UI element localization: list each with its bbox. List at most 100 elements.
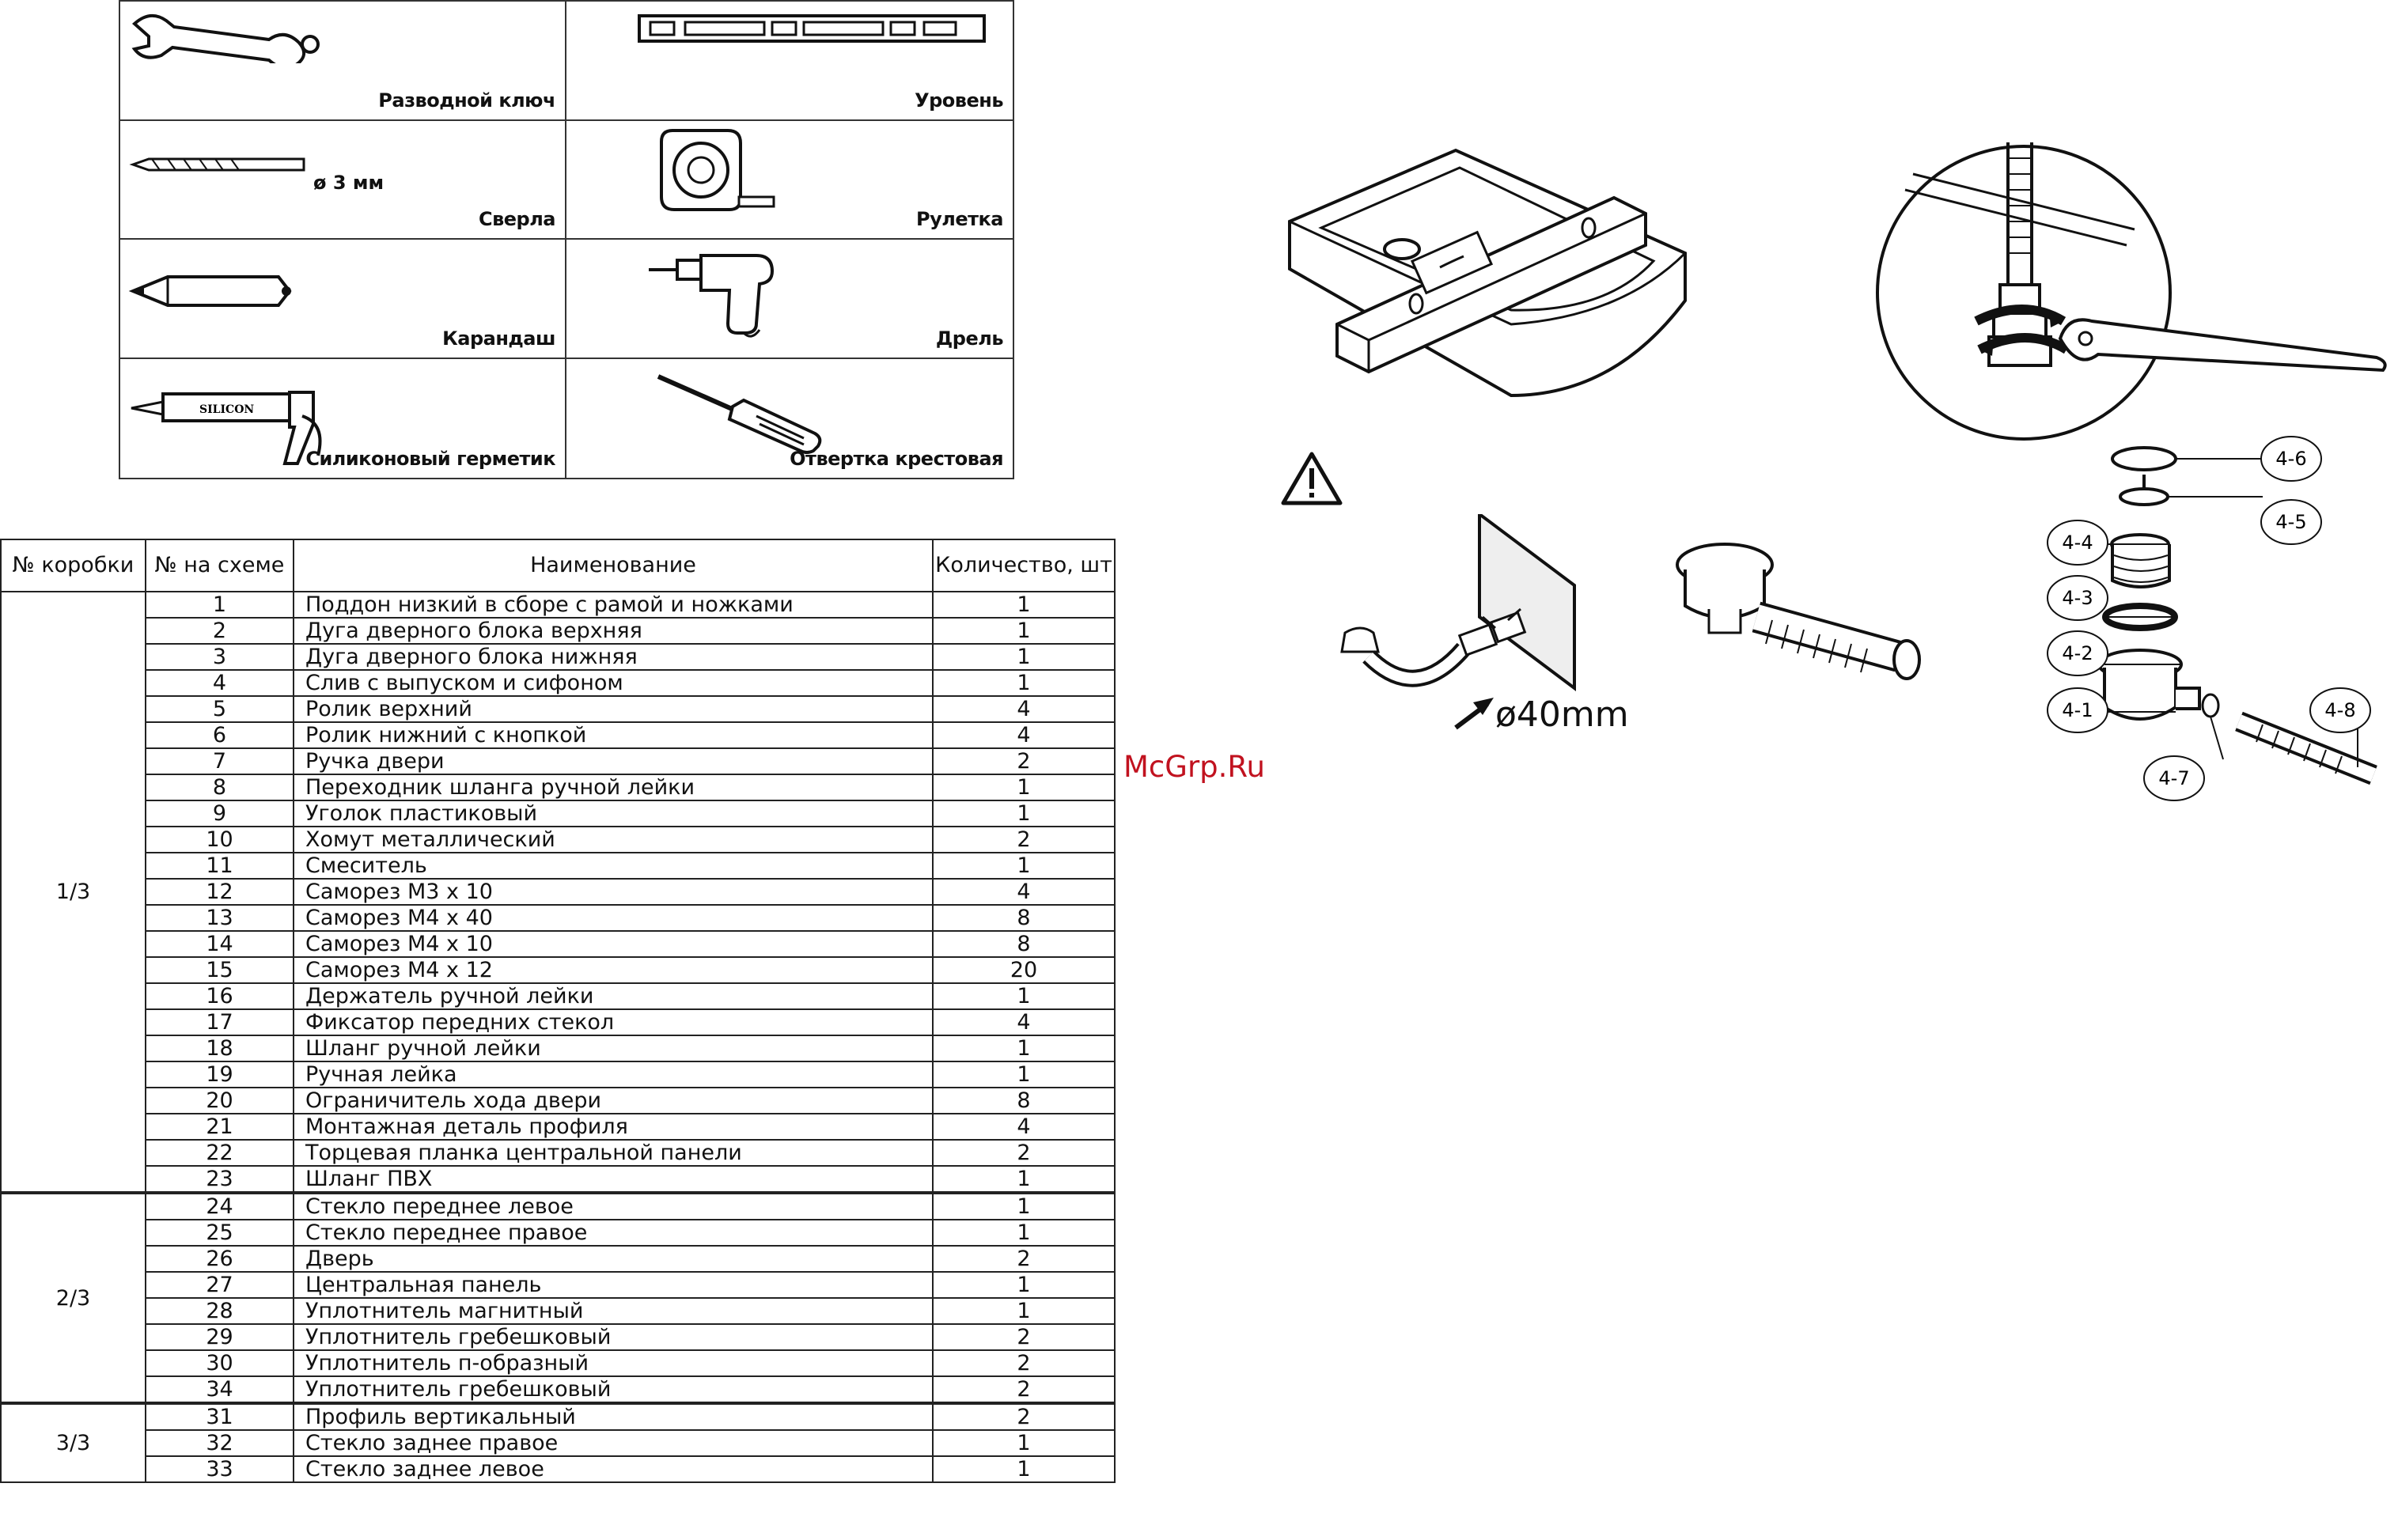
scheme-number-cell: 29 <box>145 1323 294 1351</box>
part-name-cell: Профиль вертикальный <box>293 1402 934 1431</box>
scheme-number-cell: 17 <box>145 1008 294 1036</box>
part-name-cell: Уголок пластиковый <box>293 800 934 827</box>
tool-cell-pencil: Карандаш <box>120 240 566 359</box>
callout-4-5: 4-5 <box>2260 499 2322 545</box>
callout-label: 4-1 <box>2062 699 2093 721</box>
part-name-cell: Монтажная деталь профиля <box>293 1113 934 1141</box>
scheme-number-cell: 20 <box>145 1087 294 1114</box>
quantity-cell: 1 <box>932 1429 1116 1457</box>
part-name-cell: Шланг ручной лейки <box>293 1035 934 1062</box>
header-name: Наименование <box>293 539 934 592</box>
part-name-cell: Торцевая планка центральной панели <box>293 1139 934 1167</box>
part-name-cell: Дуга дверного блока нижняя <box>293 643 934 671</box>
scheme-number-cell: 21 <box>145 1113 294 1141</box>
part-name-cell: Шланг ПВХ <box>293 1165 934 1194</box>
part-name-cell: Уплотнитель гребешковый <box>293 1323 934 1351</box>
scheme-number-cell: 27 <box>145 1271 294 1299</box>
scheme-number-cell: 11 <box>145 852 294 880</box>
quantity-cell: 1 <box>932 1455 1116 1483</box>
scheme-number-cell: 10 <box>145 826 294 853</box>
tube-text: SILICON <box>199 403 254 416</box>
scheme-number-cell: 9 <box>145 800 294 827</box>
screwdriver-icon <box>657 373 822 454</box>
quantity-cell: 2 <box>932 1375 1116 1404</box>
scheme-number-cell: 3 <box>145 643 294 671</box>
callout-4-7: 4-7 <box>2143 755 2205 801</box>
tool-label: Разводной ключ <box>378 89 555 112</box>
quantity-cell: 2 <box>932 747 1116 775</box>
quantity-cell: 1 <box>932 1191 1116 1220</box>
scheme-number-cell: 6 <box>145 721 294 749</box>
tool-label: Карандаш <box>442 327 555 350</box>
tool-label: Уровень <box>915 89 1003 112</box>
tool-cell-silicone-gun: SILICON Силиконовый герметик <box>120 358 566 478</box>
quantity-cell: 1 <box>932 1165 1116 1194</box>
scheme-number-cell: 30 <box>145 1349 294 1377</box>
scheme-number-cell: 1 <box>145 591 294 619</box>
quantity-cell: 1 <box>932 643 1116 671</box>
callout-label: 4-2 <box>2062 642 2093 664</box>
silicone-gun-icon: SILICON <box>131 390 322 465</box>
part-name-cell: Стекло переднее правое <box>293 1219 934 1247</box>
part-name-cell: Ограничитель хода двери <box>293 1087 934 1114</box>
callout-4-2: 4-2 <box>2047 630 2108 676</box>
part-name-cell: Ручка двери <box>293 747 934 775</box>
callout-4-1: 4-1 <box>2047 687 2108 733</box>
callout-4-8: 4-8 <box>2309 687 2371 733</box>
tray-level-diagram <box>1288 148 1687 398</box>
quantity-cell: 4 <box>932 1008 1116 1036</box>
level-icon <box>638 14 986 43</box>
part-name-cell: Ручная лейка <box>293 1061 934 1088</box>
quantity-cell: 1 <box>932 852 1116 880</box>
warning-triangle-icon <box>1281 452 1343 505</box>
callout-label: 4-5 <box>2275 511 2306 533</box>
tape-measure-icon <box>660 128 775 211</box>
quantity-cell: 1 <box>932 1219 1116 1247</box>
callout-4-4: 4-4 <box>2047 520 2108 566</box>
scheme-number-cell: 22 <box>145 1139 294 1167</box>
scheme-number-cell: 34 <box>145 1375 294 1404</box>
header-qty: Количество, шт <box>932 539 1116 592</box>
pencil-icon <box>128 275 292 307</box>
part-name-cell: Дверь <box>293 1245 934 1273</box>
part-name-cell: Ролик верхний <box>293 695 934 723</box>
drain-plug-part <box>2119 487 2169 506</box>
callout-4-3: 4-3 <box>2047 575 2108 621</box>
tool-label: Дрель <box>935 327 1004 350</box>
scheme-number-cell: 12 <box>145 878 294 906</box>
part-name-cell: Держатель ручной лейки <box>293 982 934 1010</box>
quantity-cell: 8 <box>932 930 1116 958</box>
scheme-number-cell: 5 <box>145 695 294 723</box>
part-name-cell: Дуга дверного блока верхняя <box>293 617 934 645</box>
part-name-cell: Уплотнитель гребешковый <box>293 1375 934 1404</box>
callout-label: 4-8 <box>2324 699 2355 721</box>
drain-wall-diagram <box>1340 514 1576 730</box>
header-num: № на схеме <box>145 539 294 592</box>
part-name-cell: Ролик нижний с кнопкой <box>293 721 934 749</box>
scheme-number-cell: 32 <box>145 1429 294 1457</box>
scheme-number-cell: 19 <box>145 1061 294 1088</box>
part-name-cell: Стекло заднее правое <box>293 1429 934 1457</box>
part-name-cell: Стекло заднее левое <box>293 1455 934 1483</box>
callout-label: 4-4 <box>2062 532 2093 554</box>
tool-cell-tape-measure: Рулетка <box>566 121 1013 240</box>
part-name-cell: Саморез М4 х 40 <box>293 904 934 932</box>
part-name-cell: Центральная панель <box>293 1271 934 1299</box>
quantity-cell: 20 <box>932 956 1116 984</box>
tool-cell-screwdriver: Отвертка крестовая <box>566 359 1013 479</box>
